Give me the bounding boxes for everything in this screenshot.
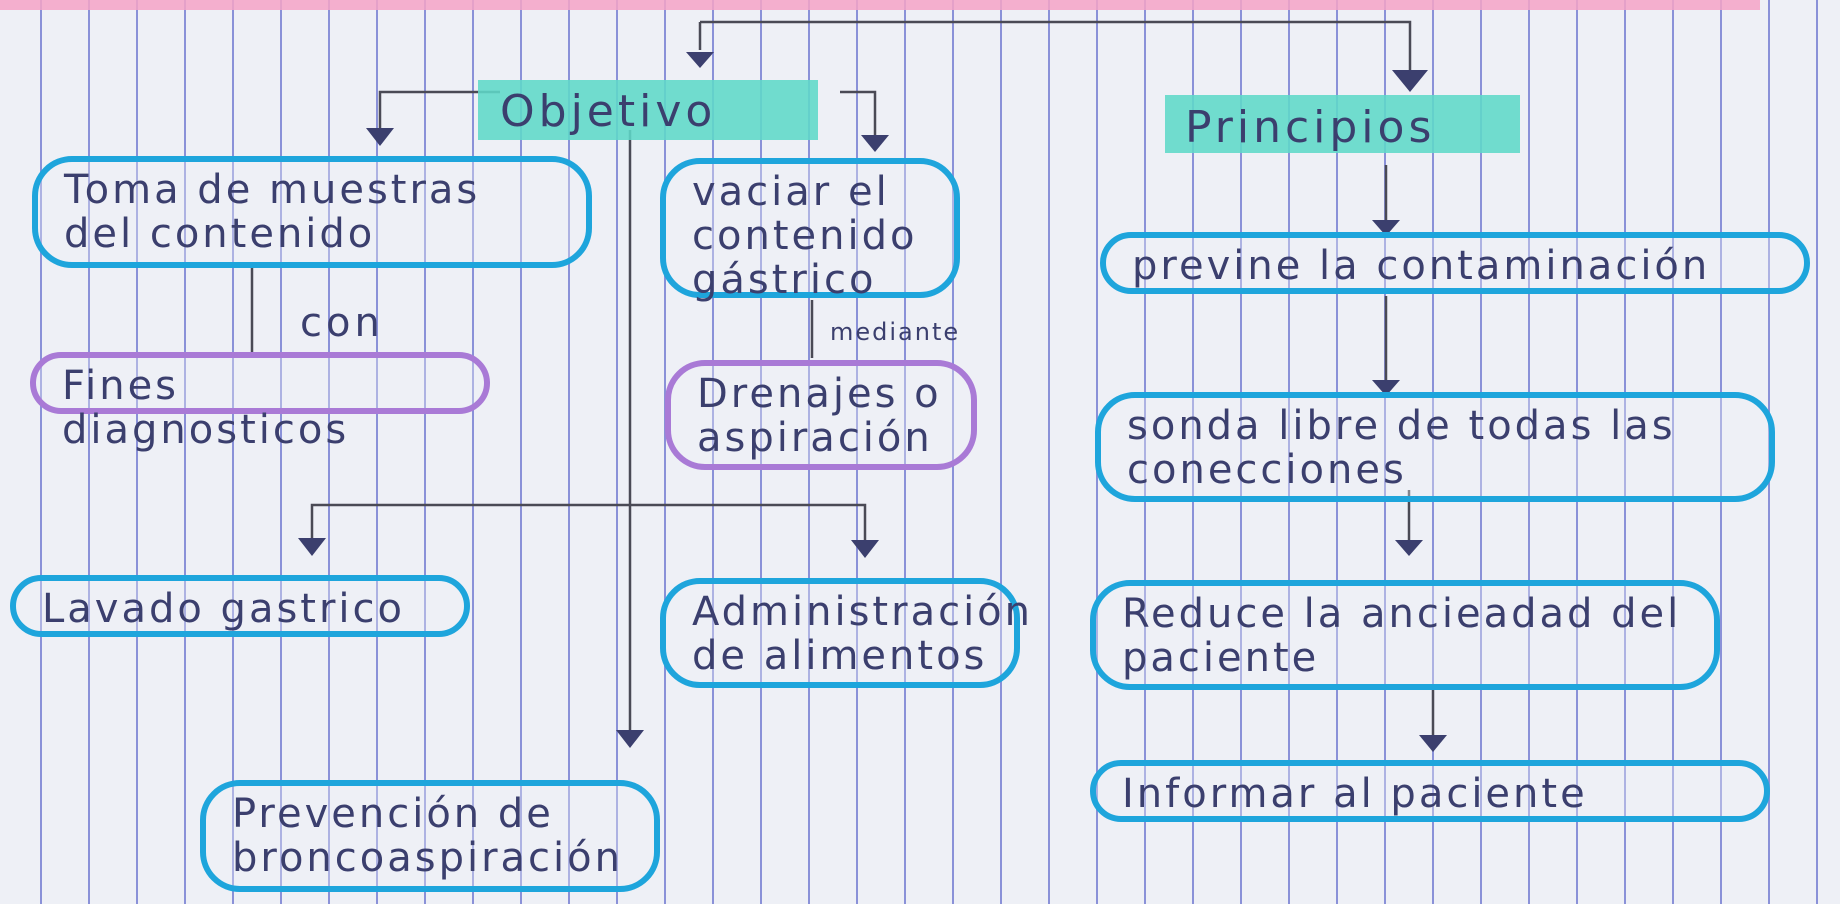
principios-heading: Principios [1185, 102, 1436, 153]
objetivo-highlight [478, 80, 818, 140]
objetivo-left-branch [378, 90, 500, 128]
arrowhead [861, 135, 889, 152]
prevencion-node: Prevención de broncoaspiración [200, 780, 660, 892]
principio-label-3: Reduce la ancieadad del paciente [1122, 591, 1682, 681]
vaciar-contenido-label: vaciar el contenido gástrico [692, 169, 918, 303]
arrowhead [851, 540, 879, 558]
toma-muestras-node: Toma de muestras del contenido [32, 156, 592, 268]
arrowhead [1395, 540, 1423, 556]
lavado-gastrico-node: Lavado gastrico [10, 575, 470, 637]
arrowhead [298, 538, 326, 556]
drenajes-label: Drenajes o aspiración [697, 371, 942, 461]
fines-diagnosticos-label: Fines diagnosticos [62, 363, 350, 453]
principio-node-3: Reduce la ancieadad del paciente [1090, 580, 1720, 690]
arrowhead [686, 52, 714, 68]
lavado-gastrico-label: Lavado gastrico [42, 586, 406, 632]
connector-con-label: con [300, 300, 384, 346]
administracion-node: Administración de alimentos [660, 578, 1030, 688]
pink-highlight-strip [0, 0, 1760, 10]
principio-label-1: previne la contaminación [1132, 243, 1711, 289]
objetivo-heading: Objetivo [500, 86, 717, 137]
principio-node-4: Informar al paciente [1090, 760, 1770, 822]
arrowhead [1372, 220, 1400, 236]
arrowhead [616, 730, 644, 748]
arrowhead [1392, 70, 1428, 92]
drenajes-node: Drenajes o aspiración [665, 360, 977, 470]
mid-branch [310, 503, 867, 540]
principios-highlight [1165, 95, 1520, 153]
prevencion-label: Prevención de broncoaspiración [232, 791, 623, 881]
principio-node-2: sonda libre de todas las conecciones [1095, 392, 1775, 502]
top-connector [700, 20, 1412, 70]
principio-label-4: Informar al paciente [1122, 771, 1588, 817]
arrowhead [1372, 380, 1400, 396]
principio-label-2: sonda libre de todas las conecciones [1127, 403, 1676, 493]
arrowhead [1419, 735, 1447, 752]
toma-muestras-label: Toma de muestras del contenido [64, 167, 481, 257]
connector-mediante-label: mediante [830, 318, 961, 346]
administracion-label: Administración de alimentos [692, 589, 1034, 679]
principio-node-1: previne la contaminación [1100, 232, 1810, 294]
arrowhead [366, 128, 394, 146]
vaciar-contenido-node: vaciar el contenido gástrico [660, 158, 960, 302]
fines-diagnosticos-node: Fines diagnosticos [30, 352, 490, 452]
objetivo-right-branch [840, 90, 877, 135]
